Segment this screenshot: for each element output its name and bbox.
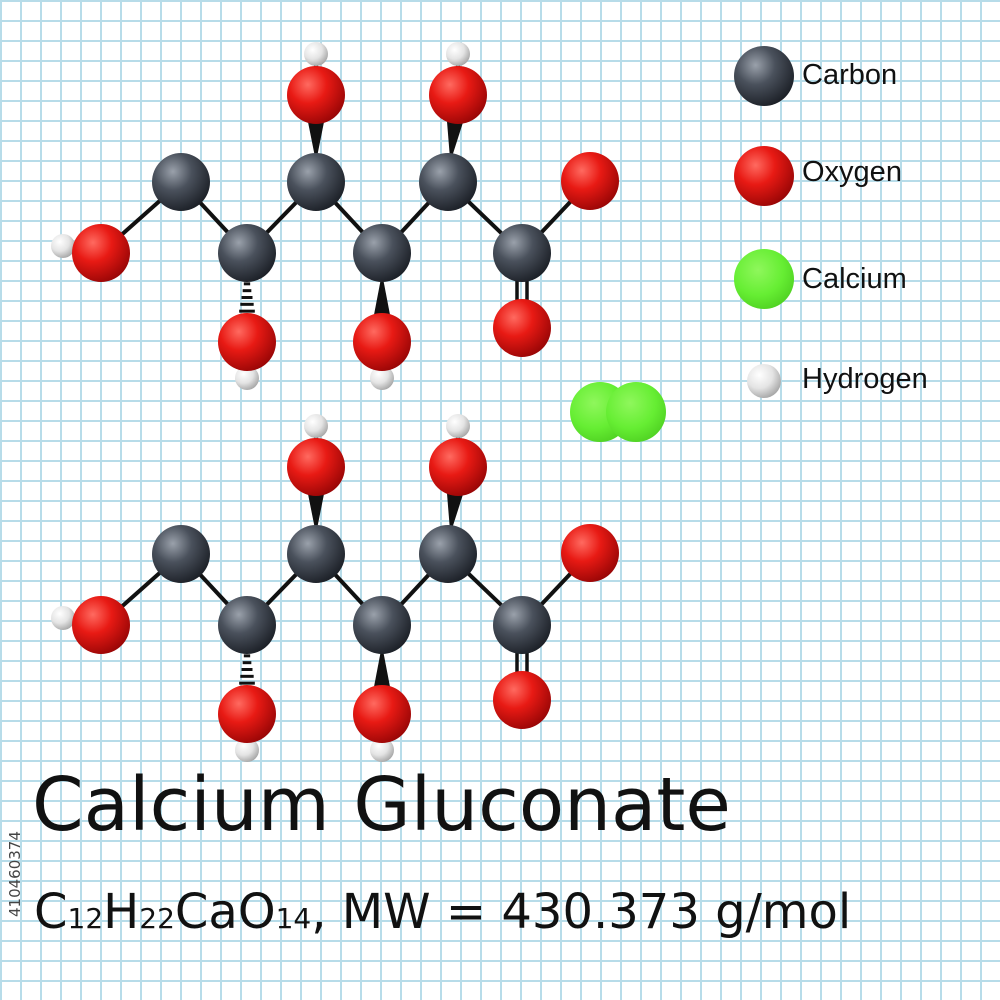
stock-id-watermark: 410460374 bbox=[6, 831, 24, 917]
formula-subscript: 12 bbox=[67, 902, 104, 935]
oxygen-atom-o7 bbox=[493, 299, 551, 357]
bond-c2-o2-hashed-wedge bbox=[238, 647, 256, 692]
hydrogen-atom-h3 bbox=[304, 414, 328, 438]
hydrogen-atom-h2 bbox=[235, 366, 259, 390]
carbon-atom-c4 bbox=[353, 596, 411, 654]
hydrogen-atom-h3 bbox=[304, 42, 328, 66]
carbon-atom-c2 bbox=[218, 596, 276, 654]
hydrogen-atom-h1 bbox=[51, 606, 75, 630]
carbon-atom-c5 bbox=[419, 525, 477, 583]
legend-label-hydrogen: Hydrogen bbox=[802, 363, 928, 395]
oxygen-atom-o6 bbox=[561, 524, 619, 582]
carbon-atom-c5 bbox=[419, 153, 477, 211]
legend-label-oxygen: Oxygen bbox=[802, 156, 902, 188]
oxygen-atom-o3 bbox=[287, 438, 345, 496]
legend-swatch-carbon bbox=[734, 46, 794, 106]
legend-swatch-hydrogen bbox=[747, 364, 781, 398]
gluconate-molecule-top bbox=[51, 42, 619, 390]
legend-swatch-calcium bbox=[734, 249, 794, 309]
carbon-atom-c3 bbox=[287, 153, 345, 211]
hydrogen-atom-h5 bbox=[446, 42, 470, 66]
legend-swatch-oxygen bbox=[734, 146, 794, 206]
molecular-formula: C12H22CaO14, MW = 430.373 g/mol bbox=[34, 888, 851, 936]
carbon-atom-c2 bbox=[218, 224, 276, 282]
oxygen-atom-o1 bbox=[72, 224, 130, 282]
formula-subscript: 14 bbox=[275, 902, 312, 935]
hydrogen-atom-h4 bbox=[370, 366, 394, 390]
calcium-ion bbox=[570, 382, 666, 442]
formula-text: C bbox=[34, 884, 68, 940]
bond-c3-o3-wedge bbox=[307, 117, 325, 162]
bond-c5-o5-wedge bbox=[446, 115, 465, 163]
gluconate-molecule-bottom bbox=[51, 414, 619, 762]
oxygen-atom-o5 bbox=[429, 438, 487, 496]
bond-c3-o3-wedge bbox=[307, 489, 325, 534]
oxygen-atom-o7 bbox=[493, 671, 551, 729]
carbon-atom-c6 bbox=[493, 224, 551, 282]
oxygen-atom-o6 bbox=[561, 152, 619, 210]
bond-c4-o4-wedge bbox=[373, 273, 391, 320]
formula-text: CaO bbox=[174, 884, 276, 940]
bond-c6-o7-double bbox=[515, 653, 529, 672]
oxygen-atom-o2 bbox=[218, 313, 276, 371]
carbon-atom-c1 bbox=[152, 153, 210, 211]
bond-c6-o7-double bbox=[515, 281, 529, 300]
calcium-sphere-2 bbox=[606, 382, 666, 442]
hydrogen-atom-h5 bbox=[446, 414, 470, 438]
bond-c4-o4-wedge bbox=[373, 645, 391, 692]
oxygen-atom-o2 bbox=[218, 685, 276, 743]
carbon-atom-c6 bbox=[493, 596, 551, 654]
formula-subscript: 22 bbox=[139, 902, 175, 935]
bond-c2-o2-hashed-wedge bbox=[238, 275, 256, 320]
hydrogen-atom-h4 bbox=[370, 738, 394, 762]
oxygen-atom-o5 bbox=[429, 66, 487, 124]
bond-c5-o5-wedge bbox=[446, 487, 465, 535]
carbon-atom-c1 bbox=[152, 525, 210, 583]
oxygen-atom-o4 bbox=[353, 313, 411, 371]
page-title: Calcium Gluconate bbox=[32, 762, 731, 848]
legend-swatches bbox=[734, 46, 794, 398]
hydrogen-atom-h2 bbox=[235, 738, 259, 762]
formula-text: H bbox=[103, 884, 140, 940]
carbon-atom-c4 bbox=[353, 224, 411, 282]
oxygen-atom-o4 bbox=[353, 685, 411, 743]
hydrogen-atom-h1 bbox=[51, 234, 75, 258]
carbon-atom-c3 bbox=[287, 525, 345, 583]
formula-text: , MW = 430.373 g/mol bbox=[311, 884, 852, 940]
oxygen-atom-o3 bbox=[287, 66, 345, 124]
legend-label-carbon: Carbon bbox=[802, 59, 898, 91]
legend-label-calcium: Calcium bbox=[802, 263, 907, 295]
oxygen-atom-o1 bbox=[72, 596, 130, 654]
